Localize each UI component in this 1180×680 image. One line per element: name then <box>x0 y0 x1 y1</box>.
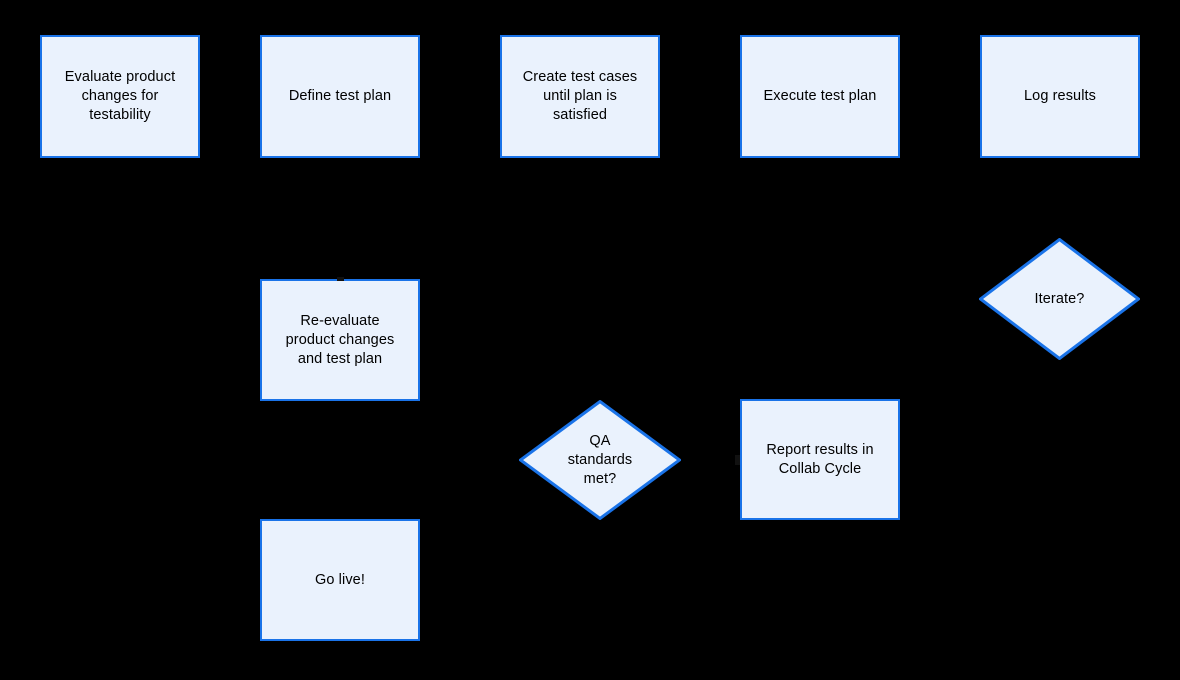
diamond-shape-icon <box>979 238 1140 360</box>
node-label-log-results: Log results <box>1023 88 1097 104</box>
node-label-report-results: Report results in Collab Cycle <box>766 441 874 477</box>
node-label-create-test-cases: Create test cases until plan is satisfie… <box>522 69 638 123</box>
node-report-results[interactable]: Report results in Collab Cycle <box>740 399 900 520</box>
node-execute-test-plan[interactable]: Execute test plan <box>740 35 900 158</box>
node-log-results[interactable]: Log results <box>980 35 1140 158</box>
node-create-test-cases[interactable]: Create test cases until plan is satisfie… <box>500 35 660 158</box>
node-label-define-test-plan: Define test plan <box>288 88 392 104</box>
node-go-live[interactable]: Go live! <box>260 519 420 641</box>
node-re-evaluate[interactable]: Re-evaluate product changes and test pla… <box>260 279 420 401</box>
node-label-iterate-decision: Iterate? <box>1034 290 1085 307</box>
node-define-test-plan[interactable]: Define test plan <box>260 35 420 158</box>
node-label-evaluate-product-changes: Evaluate product changes for testability <box>64 69 176 123</box>
node-label-execute-test-plan: Execute test plan <box>763 88 877 104</box>
node-label-qa-standards-decision: QA standards met? <box>567 432 633 487</box>
node-label-go-live: Go live! <box>315 571 365 588</box>
connector-stub-re-evaluate-top <box>337 277 344 281</box>
node-evaluate-product-changes[interactable]: Evaluate product changes for testability <box>40 35 200 158</box>
connector-stub-report-results-left <box>735 455 740 465</box>
node-qa-standards-decision[interactable]: QA standards met? <box>519 400 681 520</box>
node-label-re-evaluate: Re-evaluate product changes and test pla… <box>285 312 395 367</box>
diamond-shape-icon <box>519 400 681 520</box>
node-iterate-decision[interactable]: Iterate? <box>979 238 1140 360</box>
